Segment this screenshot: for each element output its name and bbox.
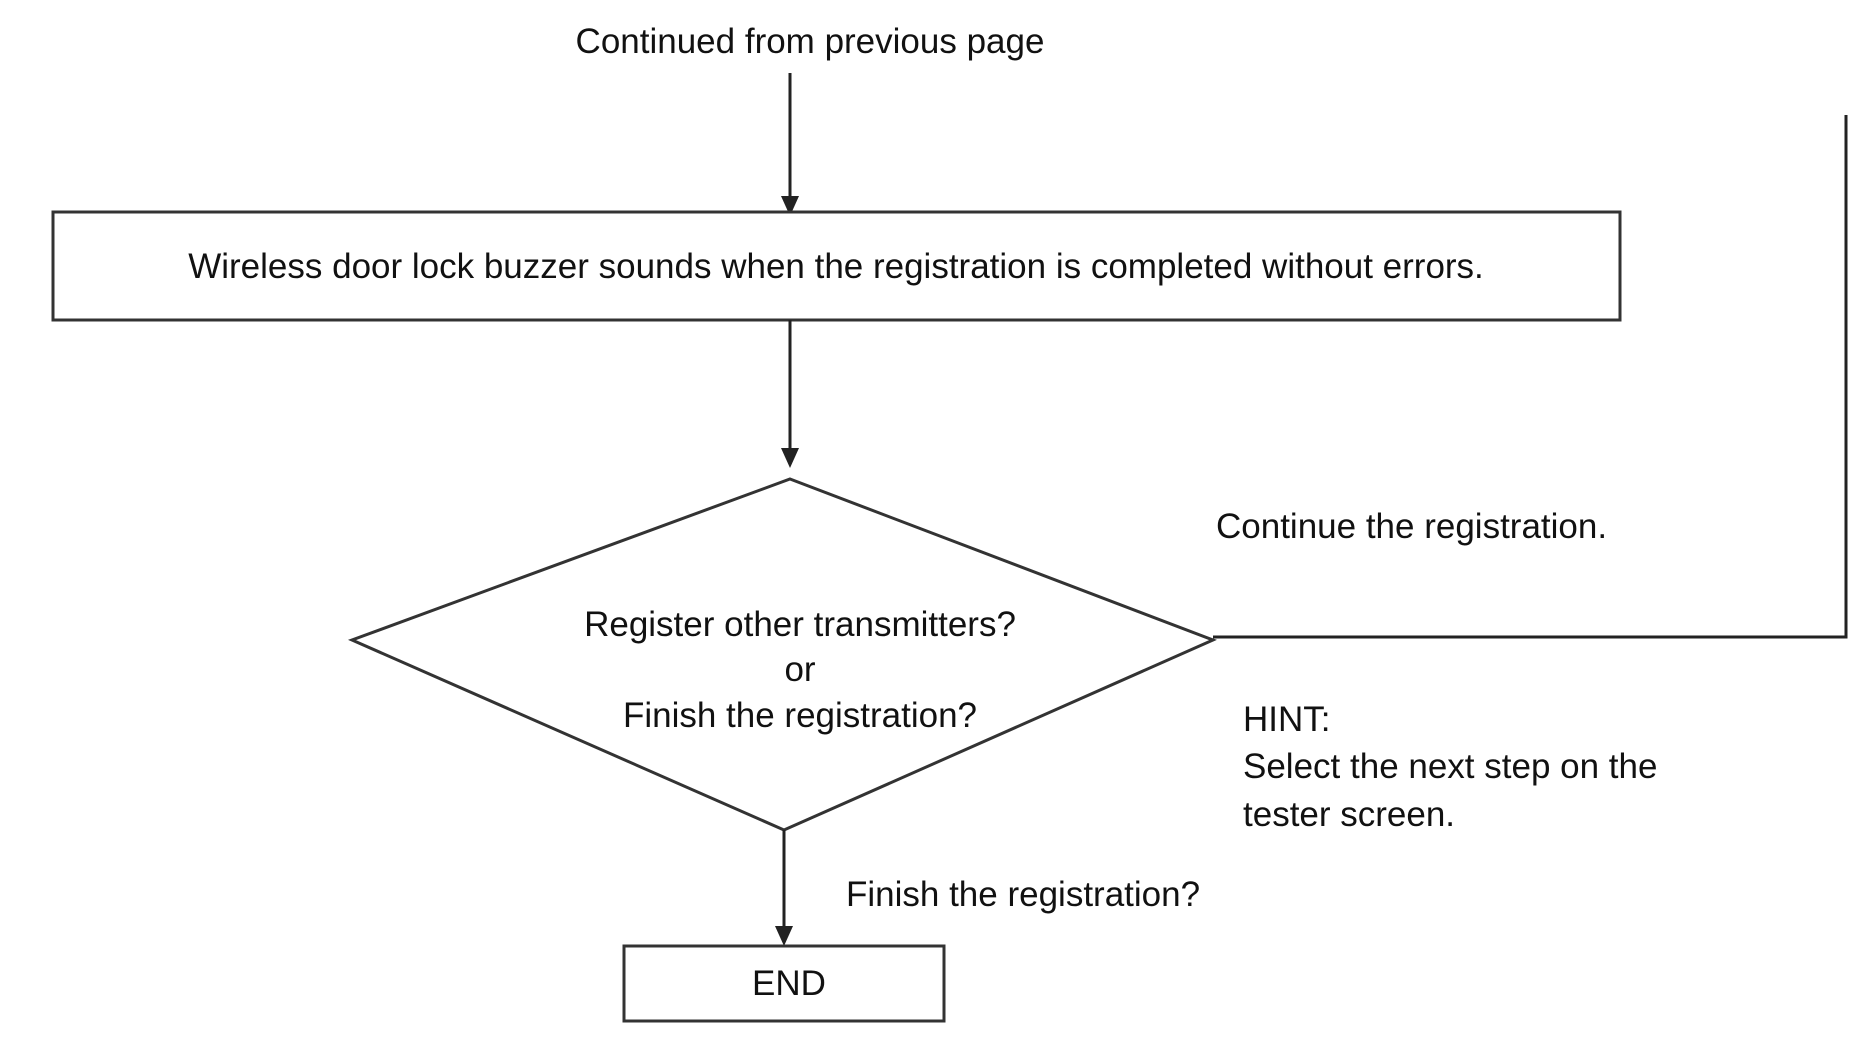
end-box-text: END [752,964,826,1003]
hint-line2: tester screen. [1243,795,1455,834]
decision-text-line3: Finish the registration? [623,696,977,735]
arrowhead-top-to-step [781,196,799,216]
end-box [622,944,946,1023]
arrowhead-step-to-decision [781,448,799,468]
continued-from-previous-page-label: Continued from previous page [576,22,1045,61]
decision-text-line1: Register other transmitters? [584,605,1016,644]
arrowhead-decision-to-end [775,926,793,946]
continue-loop-line [1213,115,1848,639]
hint-line1: Select the next step on the [1243,747,1657,786]
continue-registration-label: Continue the registration. [1216,507,1607,546]
step-box [51,210,1622,322]
decision-text-line2: or [784,650,815,689]
hint-title: HINT: [1243,700,1331,739]
decision-diamond [347,477,1217,832]
finish-registration-label: Finish the registration? [846,875,1200,914]
step-box-text: Wireless door lock buzzer sounds when th… [188,247,1484,286]
